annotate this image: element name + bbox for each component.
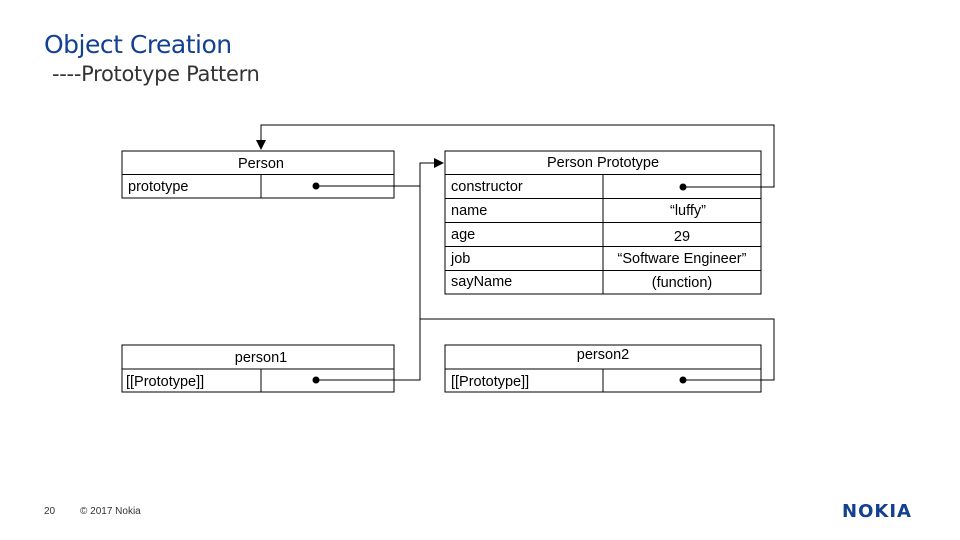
row-constructor-key: constructor: [451, 179, 523, 195]
person-header: Person: [238, 156, 284, 172]
connector-person1-to-prototype: [316, 186, 421, 381]
person-prototype-box: Person Prototype constructor name “luffy…: [444, 150, 762, 295]
row-name-key: name: [451, 203, 487, 219]
person-prototype-label: prototype: [128, 179, 188, 195]
nokia-logo-text: NOKIA: [842, 501, 912, 521]
slide-subtitle: ----Prototype Pattern: [52, 62, 260, 86]
person1-header: person1: [235, 350, 287, 366]
copyright-text: © 2017 Nokia: [80, 506, 141, 517]
row-sayname-key: sayName: [451, 274, 512, 290]
page-number: 20: [44, 506, 56, 517]
slide-title: Object Creation: [44, 30, 232, 59]
row-age-key: age: [451, 227, 475, 243]
row-age-value: 29: [674, 229, 690, 245]
person1-box: person1 [[Prototype]]: [121, 344, 395, 393]
nokia-logo: NOKIA: [842, 501, 912, 521]
person2-prototype-label: [[Prototype]]: [451, 374, 529, 390]
person1-prototype-label: [[Prototype]]: [126, 374, 204, 390]
connector-person-to-prototype: [316, 158, 444, 187]
connector-constructor-to-person: [256, 124, 775, 188]
row-job-key: job: [450, 251, 470, 267]
person2-box: person2 [[Prototype]]: [444, 344, 762, 393]
row-sayname-value: (function): [652, 275, 712, 291]
prototype-header: Person Prototype: [547, 155, 659, 171]
row-job-value: “Software Engineer”: [618, 251, 747, 267]
person-box: Person prototype: [121, 150, 395, 199]
row-name-value: “luffy”: [670, 203, 706, 219]
person2-header: person2: [577, 347, 629, 363]
connector-person2-to-prototype: [420, 318, 775, 381]
